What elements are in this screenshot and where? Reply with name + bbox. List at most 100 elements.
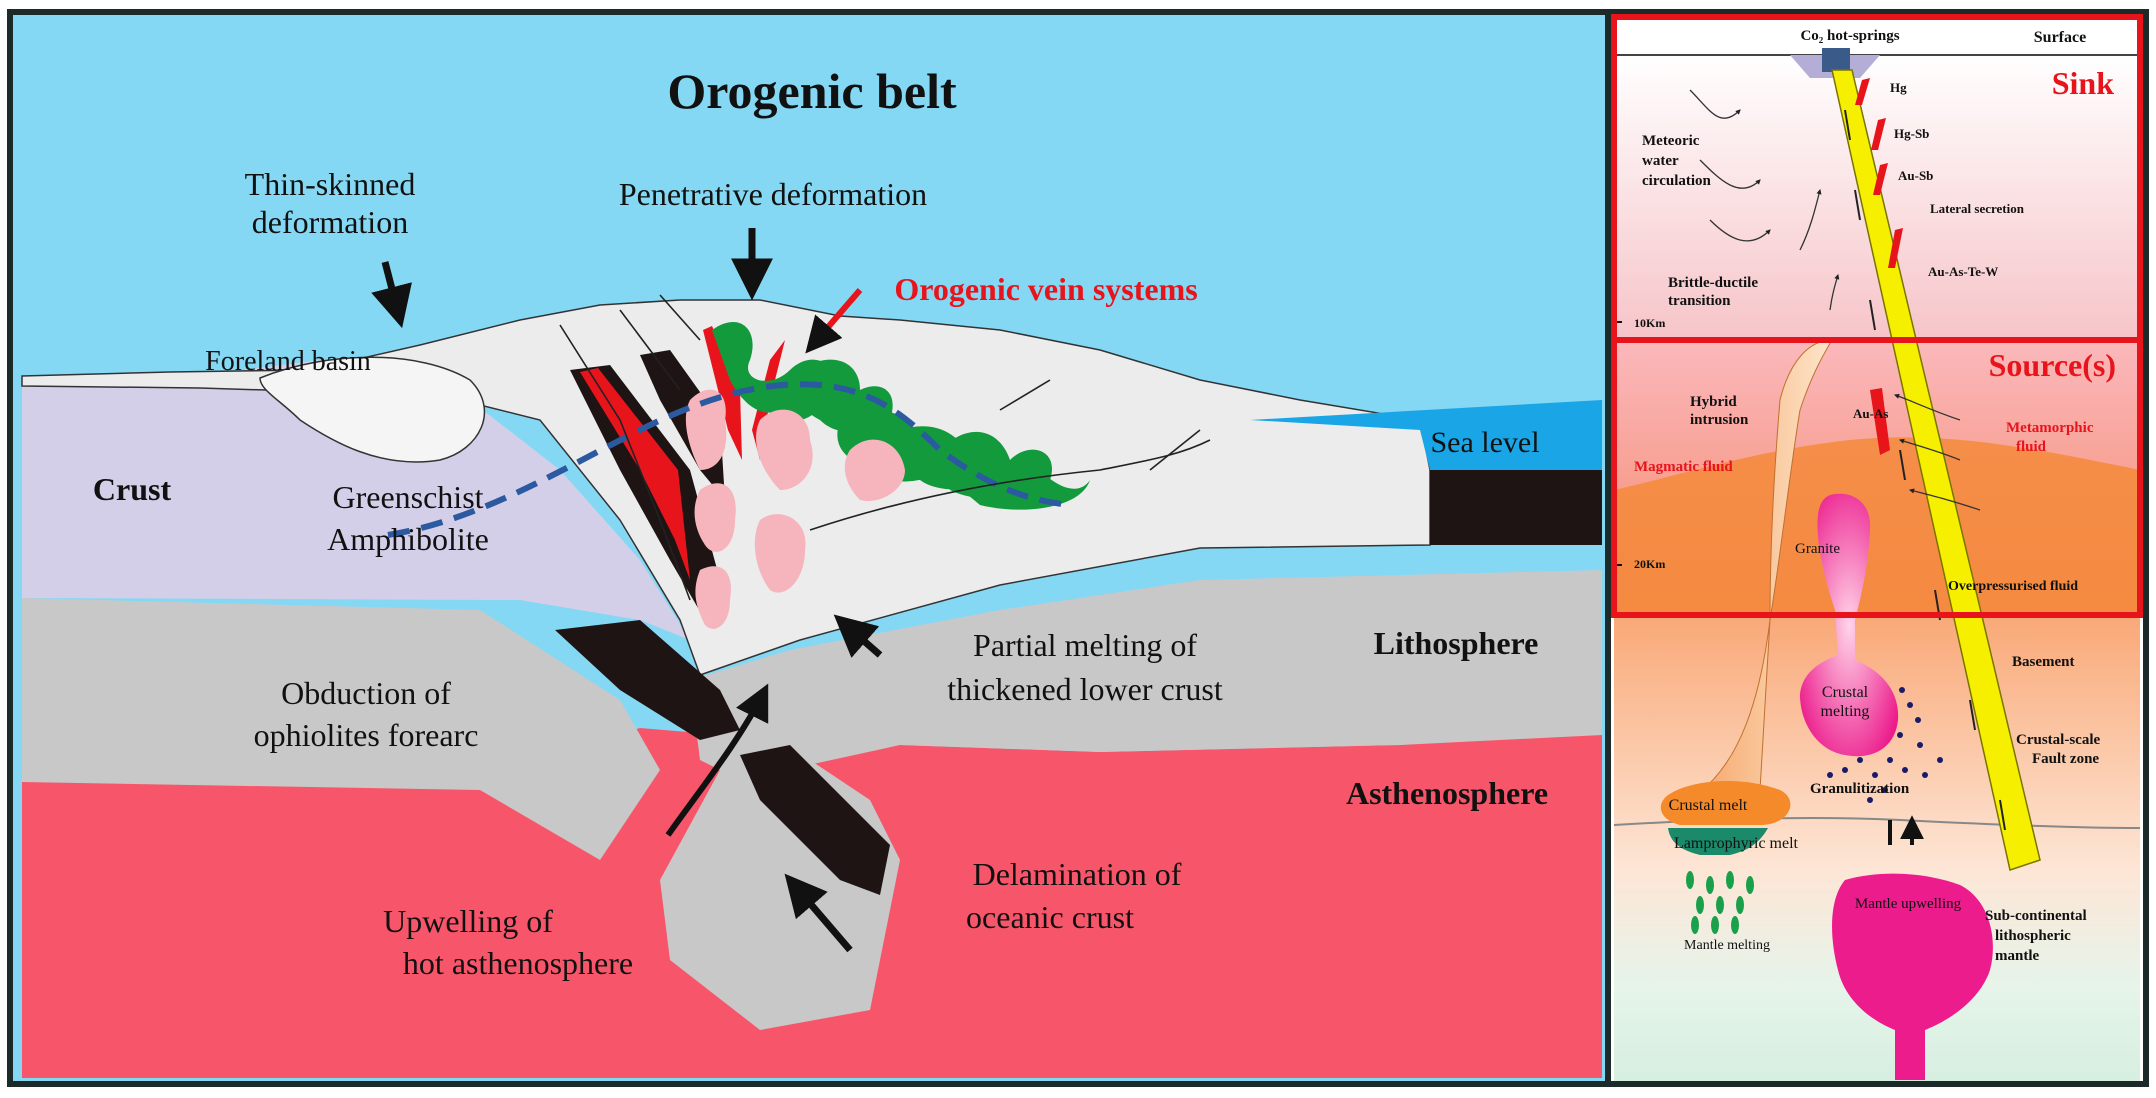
ore-hg-sb — [1871, 118, 1886, 150]
right-panel: Sink Source(s) Co₂ hot-springs Surface H… — [1605, 9, 2149, 1087]
ophiolite-obducted — [555, 620, 740, 740]
label-partial-melting-2: thickened lower crust — [947, 671, 1223, 707]
crustal-melt-pool — [1660, 780, 1791, 825]
label-granulitization: Granulitization — [1810, 781, 1910, 797]
label-mantle-upwelling: Mantle upwelling — [1855, 896, 1962, 912]
granulite-dots — [1827, 687, 1943, 803]
label-crustal-melt: Crustal melt — [1669, 797, 1748, 814]
granite-4 — [694, 483, 736, 552]
granite-1 — [685, 389, 727, 470]
source-frame — [1611, 337, 2143, 618]
label-crustal-melting-1: Crustal — [1822, 684, 1869, 701]
label-sub-continental-2: lithospheric — [1995, 928, 2071, 944]
label-amphibolite: Amphibolite — [327, 521, 489, 557]
label-lateral-secretion: Lateral secretion — [1930, 201, 2025, 216]
thrust-faults — [559, 294, 1211, 601]
granite-2 — [756, 409, 813, 490]
granite-5 — [754, 514, 806, 593]
label-partial-melting-1: Partial melting of — [973, 627, 1197, 663]
label-hg: Hg — [1890, 80, 1907, 95]
upwelling-arrows — [1888, 820, 1912, 845]
thin-skinned-arrow — [371, 261, 412, 329]
foreland-basin-fold — [259, 356, 486, 463]
mantle-plume — [1832, 873, 1993, 1080]
delamination-arrow — [784, 873, 853, 953]
label-depth-10: 10Km — [1634, 316, 1665, 330]
label-meteoric-3: circulation — [1642, 173, 1712, 189]
orange-crust — [1614, 437, 2140, 615]
main-title: Orogenic belt — [667, 63, 957, 119]
continental-block — [1430, 470, 1602, 545]
lamprophyric-melt — [1668, 828, 1768, 855]
partial-melting-arrow — [833, 614, 883, 658]
label-thin-skinned-2: deformation — [252, 204, 408, 240]
label-brittle-2: transition — [1668, 293, 1731, 309]
label-meteoric-2: water — [1642, 153, 1679, 169]
label-delamination-1: Delamination of — [973, 856, 1182, 892]
hot-spring-vent — [1822, 48, 1850, 72]
label-lamprophyric: Lamprophyric melt — [1674, 835, 1799, 852]
vein-arrow — [805, 288, 863, 354]
fault-zone — [1831, 69, 2041, 871]
label-thin-skinned-1: Thin-skinned — [245, 166, 416, 202]
left-panel: Orogenic belt Thin-skinned deformation P… — [7, 9, 1611, 1087]
label-brittle-1: Brittle-ductile — [1668, 275, 1758, 291]
red-vein-1 — [580, 368, 690, 580]
label-foreland-basin: Foreland basin — [205, 346, 371, 377]
fault-flow-marks — [1844, 109, 2006, 831]
label-orogenic-veins: Orogenic vein systems — [894, 271, 1197, 307]
label-magmatic-fluid: Magmatic fluid — [1634, 459, 1733, 475]
label-au-sb: Au-Sb — [1898, 168, 1933, 183]
label-penetrative: Penetrative deformation — [619, 176, 927, 212]
label-upwelling-1: Upwelling of — [383, 903, 553, 939]
label-asthenosphere: Asthenosphere — [1346, 775, 1548, 811]
crust-layer — [22, 360, 690, 640]
sea — [1250, 400, 1602, 470]
label-meteoric-1: Meteoric — [1642, 133, 1700, 149]
label-greenschist: Greenschist — [332, 479, 483, 515]
section-source: Source(s) — [1989, 347, 2116, 383]
label-upwelling-2: hot asthenosphere — [403, 945, 633, 981]
hybrid-intrusion — [1698, 339, 1833, 793]
fluid-paths — [1689, 89, 1981, 511]
label-hg-sb: Hg-Sb — [1894, 126, 1929, 141]
label-basement: Basement — [2012, 654, 2075, 670]
granite-6 — [695, 566, 731, 629]
label-surface: Surface — [2034, 29, 2086, 46]
label-depth-20: 20Km — [1634, 557, 1665, 571]
label-sub-continental-3: mantle — [1995, 948, 2040, 964]
label-co2-springs: Co₂ hot-springs — [1800, 28, 1899, 44]
section-sink: Sink — [2052, 65, 2114, 101]
upwelling-arrow — [665, 683, 769, 837]
label-metamorphic-2: fluid — [2016, 439, 2047, 455]
label-mantle-melting: Mantle melting — [1684, 938, 1770, 953]
label-crust: Crust — [93, 471, 172, 507]
red-vein-2 — [703, 326, 742, 460]
label-crustal-scale-2: Fault zone — [2032, 751, 2099, 767]
label-granite: Granite — [1795, 541, 1840, 557]
label-sea-level: Sea level — [1430, 426, 1539, 459]
ore-au-as — [1870, 388, 1890, 455]
granite-3 — [844, 439, 905, 501]
label-crustal-melting-2: melting — [1821, 703, 1870, 720]
mantle-melt-droplets — [1686, 871, 1754, 934]
label-obduction-2: ophiolites forearc — [254, 717, 479, 753]
granite-body — [1800, 493, 1899, 757]
ore-au-sb — [1873, 163, 1888, 195]
label-au-as-te-w: Au-As-Te-W — [1928, 264, 1998, 279]
label-sub-continental-1: Sub-continental — [1985, 908, 2087, 924]
lithosphere-left — [22, 598, 660, 860]
label-hybrid-1: Hybrid — [1690, 394, 1737, 410]
oceanic-crust-slab — [740, 745, 890, 895]
ore-hg — [1855, 78, 1870, 105]
metamorphic-isograd — [387, 381, 1071, 538]
label-au-as: Au-As — [1853, 406, 1888, 421]
label-crustal-scale-1: Crustal-scale — [2016, 732, 2100, 748]
lithosphere-right — [690, 570, 1602, 780]
label-lithosphere: Lithosphere — [1374, 625, 1539, 661]
label-obduction-1: Obduction of — [281, 675, 451, 711]
label-delamination-2: oceanic crust — [966, 899, 1134, 935]
label-metamorphic-1: Metamorphic — [2006, 420, 2094, 436]
